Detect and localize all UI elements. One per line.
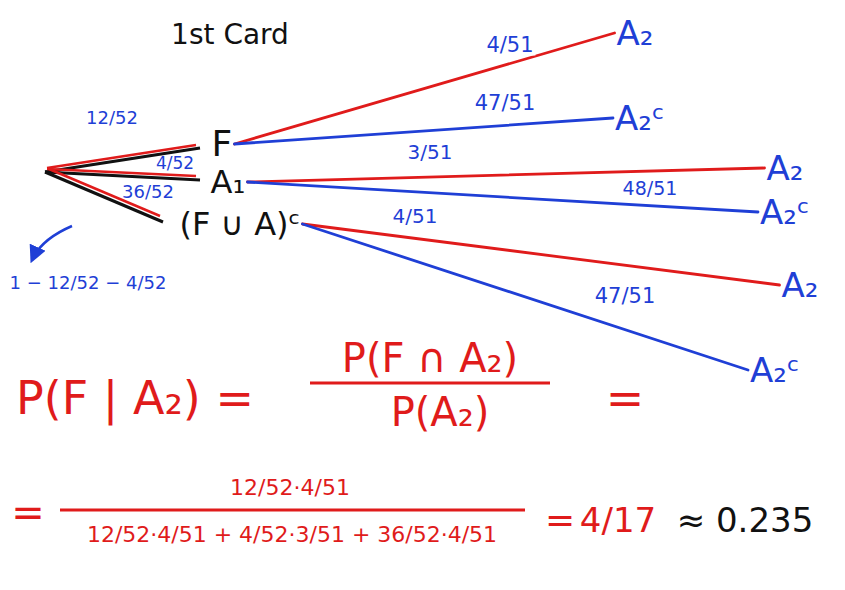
outcome-node: A₂ (765, 149, 806, 187)
event-label: F (212, 126, 233, 162)
branch-probability: 4/51 (484, 35, 535, 56)
equals-sign: = (545, 502, 575, 538)
event-label: (F ∪ A)ᶜ (180, 208, 301, 240)
tree-branch (235, 33, 615, 144)
branch-probability: 4/52 (156, 155, 194, 172)
event-label: A₂ᶜ (615, 101, 664, 135)
annotation-arrow (32, 226, 72, 260)
branch-probability: 36/52 (122, 183, 174, 201)
outcome-node: A₂ (615, 14, 656, 52)
equals-sign: = (606, 375, 645, 421)
event-label: A₂ᶜ (750, 353, 799, 387)
root-branch (45, 148, 200, 172)
result-fraction: 4/17 (580, 503, 656, 537)
branch-probability: 47/51 (593, 286, 658, 307)
tree-branch (248, 182, 759, 212)
outcome-node: A₁ (209, 164, 248, 200)
event-label: A₁ (211, 166, 246, 198)
formula-numerator: P(F ∩ A₂) (342, 338, 518, 378)
formula-term: P(F | A₂) = (16, 375, 254, 421)
branch-probability: 4/51 (391, 206, 440, 226)
equals-sign: = (11, 492, 45, 532)
branch-probability: 3/51 (406, 142, 455, 162)
outcome-node: A₂ᶜ (613, 99, 667, 137)
formula-denominator: P(A₂) (391, 392, 490, 432)
event-label: A₂ᶜ (760, 195, 809, 229)
result-decimal: ≈ 0.235 (677, 503, 814, 537)
formula-numerator: 12/52·4/51 (230, 477, 350, 499)
outcome-node: A₂ᶜ (748, 351, 802, 389)
event-label: A₂ (767, 151, 804, 185)
column-heading: 1st Card (171, 21, 289, 49)
event-label: A₂ (782, 268, 819, 302)
branch-probability: 48/51 (621, 179, 680, 198)
tree-branch (235, 118, 614, 144)
outcome-node: A₂ (780, 266, 821, 304)
fraction-bar (310, 382, 550, 385)
tree-branch (303, 224, 780, 285)
tree-branch (248, 168, 765, 182)
event-label: A₂ (617, 16, 654, 50)
fraction-bar (60, 509, 525, 512)
formula-denominator: 12/52·4/51 + 4/52·3/51 + 36/52·4/51 (87, 524, 497, 546)
branch-probability: 12/52 (86, 109, 138, 127)
complement-note: 1 − 12/52 − 4/52 (10, 274, 167, 292)
branch-probability: 47/51 (473, 93, 538, 114)
outcome-node: (F ∪ A)ᶜ (178, 206, 303, 242)
outcome-node: F (210, 124, 235, 164)
outcome-node: A₂ᶜ (758, 193, 812, 231)
